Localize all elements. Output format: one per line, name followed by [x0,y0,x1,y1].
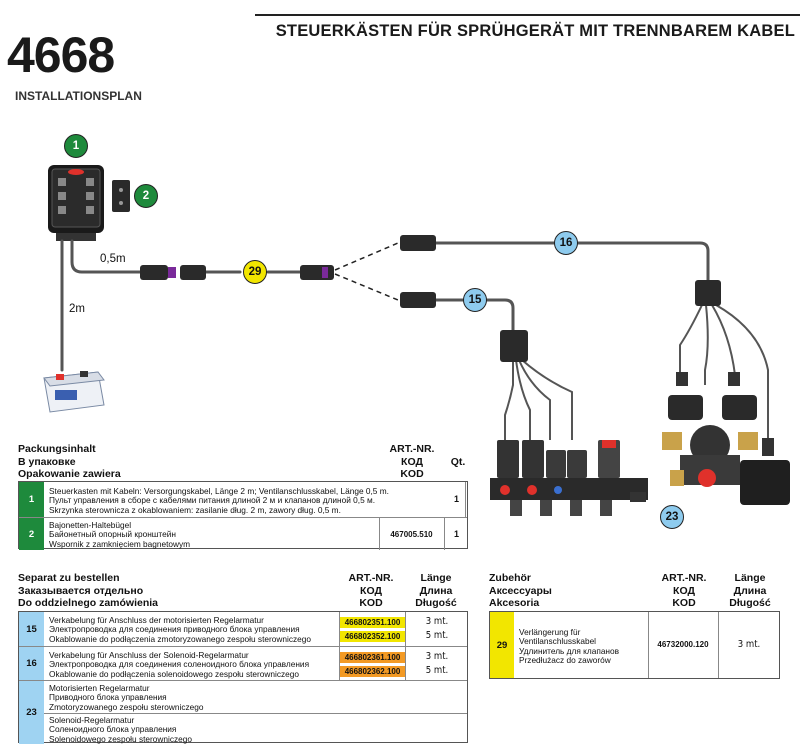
accessories-table: 29 Verlängerung für Ventilanschlusskabel… [489,611,780,679]
package-heading: Packungsinhalt В упаковке Opakowanie zaw… [18,443,121,480]
row-number: 1 [19,482,44,517]
motorized-valve-illustration [490,440,648,516]
row-description: Steuerkasten mit Kabeln: Versorgungskabe… [49,486,389,515]
code-5m: 466802362.100 [340,666,405,677]
row-description-motorized: Motorisierten Regelarmatur Приводного бл… [49,683,204,712]
row-description-solenoid: Solenoid-Regelarmatur Соленоидного блока… [49,715,192,744]
battery-illustration [43,371,105,413]
badge-item-15: 15 [463,288,487,312]
length-3m: 3 mt. [425,651,449,662]
package-table: 1 Steuerkasten mit Kabeln: Versorgungska… [18,481,468,550]
connector-group [140,235,436,308]
row-number: 23 [19,681,44,744]
subtitle: INSTALLATIONSPLAN [15,89,142,103]
row-number: 2 [19,518,44,550]
page-title: STEUERKÄSTEN FÜR SPRÜHGERÄT MIT TRENNBAR… [275,22,795,40]
row-qty: 1 [453,529,459,539]
separate-table: 15 Verkabelung für Anschluss der motoris… [18,611,468,744]
row-length: 3 mt. [737,639,761,650]
accessories-length-heading: Länge Длина Długość [729,572,771,609]
badge-item-29: 29 [243,260,267,284]
row-description: Verkabelung für Anschluss der motorisier… [49,615,311,644]
separate-heading: Separat zu bestellen Заказывается отдель… [18,572,159,609]
row-description: Verkabelung für Anschluss der Solenoid-R… [49,650,310,679]
cable-length-short: 0,5m [100,253,126,265]
splitter-connector-15 [500,330,528,362]
solenoid-valve-illustration [662,372,790,505]
installation-diagram [43,165,790,516]
code-3m: 466802351.100 [340,617,405,628]
product-code: 4668 [7,27,115,83]
row-art-nr: 467005.510 [390,530,433,539]
accessories-heading: Zubehör Аксессуары Akcesoria [489,572,552,609]
control-box-illustration [48,165,104,241]
cable-length-long: 2m [69,303,85,315]
table-row: 1 Steuerkasten mit Kabeln: Versorgungska… [19,482,467,517]
bracket-illustration [112,180,130,212]
table-row: 16 Verkabelung für Anschluss der Solenoi… [19,646,467,680]
length-5m: 5 mt. [425,665,449,676]
splitter-connector-16 [695,280,721,306]
separate-art-heading: ART.-NR. КОД KOD [348,572,394,609]
badge-item-2: 2 [134,184,158,208]
code-5m: 466802352.100 [340,631,405,642]
table-row: 15 Verkabelung für Anschluss der motoris… [19,612,467,646]
accessories-art-heading: ART.-NR. КОД KOD [661,572,707,609]
table-row: 23 Motorisierten Regelarmatur Приводного… [19,680,467,744]
table-row: 2 Bajonetten-Haltebügel Байонетный опорн… [19,517,467,550]
badge-item-16: 16 [554,231,578,255]
separate-length-heading: Länge Длина Długość [415,572,457,609]
length-3m: 3 mt. [425,616,449,627]
package-art-heading: ART.-NR. КОД KOD [389,443,435,480]
length-5m: 5 mt. [425,630,449,641]
row-description: Bajonetten-Haltebügel Байонетный опорный… [49,520,191,549]
package-qty-heading: Qt. [450,456,466,468]
header-rule [255,14,800,16]
row-art-nr: 46732000.120 [657,640,709,649]
badge-item-1: 1 [64,134,88,158]
row-qty: 1 [453,494,459,504]
badge-item-23: 23 [660,505,684,529]
row-description: Verlängerung für Ventilanschlusskabel Уд… [519,627,620,665]
row-number: 16 [19,647,44,680]
row-number: 15 [19,612,44,646]
code-3m: 466802361.100 [340,652,405,663]
row-number: 29 [490,612,514,678]
table-row: 29 Verlängerung für Ventilanschlusskabel… [490,612,779,678]
